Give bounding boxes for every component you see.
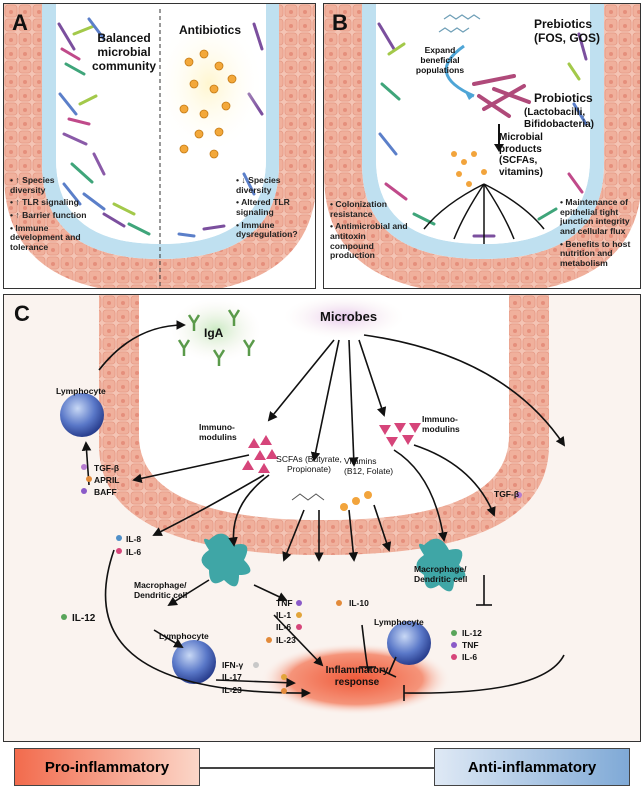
tnf-right-label: TNF xyxy=(462,640,479,650)
prebiotic-chains xyxy=(438,14,481,33)
inhibition-lines xyxy=(359,575,565,701)
panel-c-letter: C xyxy=(14,301,30,326)
product-arrows xyxy=(423,183,545,244)
tnf-mid-label: TNF xyxy=(276,598,293,608)
antibiotic-pills xyxy=(179,49,237,159)
panel-a: A Balanced microbial community Antibioti… xyxy=(3,3,316,289)
microbes-b xyxy=(377,22,588,238)
panel-a-left-bullets: • ↑ Species diversity • ↑ TLR signaling … xyxy=(10,175,90,255)
microbial-products-molecules xyxy=(451,151,487,187)
tgfb-left-label: TGF-β xyxy=(94,463,120,473)
il12-right-label: IL-12 xyxy=(462,628,482,638)
macrophage-left-cell xyxy=(201,533,251,587)
bullet: • Altered TLR signaling xyxy=(236,197,290,217)
bullet: • Benefits to host nutrition and metabol… xyxy=(560,238,631,268)
probiotic-rods xyxy=(472,74,531,118)
bullet: • Colonization resistance xyxy=(330,199,387,219)
il1-label: IL-1 xyxy=(276,610,292,620)
prebiotics-sub: (FOS, GOS) xyxy=(534,31,600,45)
microbe-arrows xyxy=(267,334,566,467)
bullet: • ↑ Barrier function xyxy=(10,209,87,220)
iga-antibodies xyxy=(177,309,256,366)
immunomodulins-right-label: Immuno-modulins xyxy=(422,414,460,434)
panel-c: C IgA Microbes Lymphocyte Immuno-modulin… xyxy=(3,294,641,742)
scfa-molecule xyxy=(291,493,325,501)
footer-connector-line xyxy=(200,767,434,769)
epithelium-b xyxy=(324,4,640,288)
vitamins-label: Vitamins (B12, Folate) xyxy=(344,456,394,476)
ifn-label: IFN-γ xyxy=(222,660,244,670)
panel-b-letter: B xyxy=(332,10,348,35)
microbes-label: Microbes xyxy=(320,309,378,324)
april-label: APRIL xyxy=(94,475,120,485)
immunomodulins-right-triangles xyxy=(379,423,421,447)
il6-left-label: IL-6 xyxy=(126,547,142,557)
panel-a-right-bullets: • ↓ Species diversity • Altered TLR sign… xyxy=(236,175,312,243)
anti-inflammatory-box: Anti-inflammatory xyxy=(434,748,630,786)
panel-b-illustration xyxy=(324,4,640,288)
epithelium-a xyxy=(4,4,315,288)
il23-low-label: IL-23 xyxy=(222,685,242,695)
bullet: • Immune development and tolerance xyxy=(10,222,81,252)
il8-label: IL-8 xyxy=(126,534,142,544)
cytokine-dots xyxy=(61,464,522,694)
lymphocyte-top-label: Lymphocyte xyxy=(56,386,106,396)
lymphocyte-bottom-cell xyxy=(172,640,216,684)
il6-right-label: IL-6 xyxy=(462,652,478,662)
inflammatory-response-label: Inflammatory response xyxy=(325,665,389,688)
probiotics-label: Probiotics xyxy=(534,91,593,105)
panel-c-illustration xyxy=(60,295,566,715)
microbes-balanced xyxy=(57,17,151,236)
iga-label: IgA xyxy=(204,326,224,340)
bullet: • ↑ TLR signaling xyxy=(10,197,79,208)
lymphocyte-right-cell xyxy=(387,621,431,665)
macrophage-left-label: Macrophage/ Dendritic cell xyxy=(134,580,188,600)
il23-mid-label: IL-23 xyxy=(276,635,296,645)
bullet: • Antimicrobial and antitoxin compound p… xyxy=(330,221,408,261)
panel-a-letter: A xyxy=(12,10,28,35)
il17-label: IL-17 xyxy=(222,672,242,682)
vitamin-molecules xyxy=(340,491,372,511)
macrophage-right-cell xyxy=(416,538,466,592)
pro-inflammatory-label: Pro-inflammatory xyxy=(44,758,170,776)
il12-left-label: IL-12 xyxy=(72,613,96,624)
macrophage-right-label: Macrophage/ Dendritic cell xyxy=(414,564,468,584)
panel-b-right-bullets: • Maintenance of epithelial tight juncti… xyxy=(560,197,638,271)
antibiotics-label: Antibiotics xyxy=(179,23,241,37)
immunomodulins-left-label: Immuno-modulins xyxy=(199,422,237,442)
il10-label: IL-10 xyxy=(349,598,369,608)
lymphocyte-top-cell xyxy=(60,393,104,437)
panel-b: B Prebiotics (FOS, GOS) Expand beneficia… xyxy=(323,3,641,289)
scfas-label: SCFAs (Butyrate, Propionate) xyxy=(276,454,342,474)
microbial-products-label: Microbial products (SCFAs, vitamins) xyxy=(499,132,543,178)
balanced-community-label: Balanced microbial community xyxy=(91,31,156,73)
expand-label: Expand beneficial populations xyxy=(415,45,465,75)
pathway-arrows xyxy=(81,320,496,698)
anti-inflammatory-label: Anti-inflammatory xyxy=(467,758,597,776)
bullet: • Maintenance of epithelial tight juncti… xyxy=(560,197,630,236)
immunomodulins-left-triangles xyxy=(242,435,278,473)
lymphocyte-bottom-label: Lymphocyte xyxy=(159,631,209,641)
probiotics-sub: (Lactobacilli, Bifidobacteria) xyxy=(524,107,595,130)
bullet: • ↑ Species diversity xyxy=(10,175,55,195)
lymphocyte-right-label: Lymphocyte xyxy=(374,617,424,627)
pro-inflammatory-box: Pro-inflammatory xyxy=(14,748,200,786)
prebiotics-label: Prebiotics xyxy=(534,17,593,31)
bullet: • ↓ Species diversity xyxy=(236,175,281,195)
il6-mid-label: IL-6 xyxy=(276,622,292,632)
panel-b-left-bullets: • Colonization resistance • Antimicrobia… xyxy=(330,199,408,264)
tgfb-right-label: TGF-β xyxy=(494,489,520,499)
panel-a-illustration xyxy=(4,4,315,288)
bullet: • Immune dysregulation? xyxy=(236,219,298,240)
baff-label: BAFF xyxy=(94,487,117,497)
